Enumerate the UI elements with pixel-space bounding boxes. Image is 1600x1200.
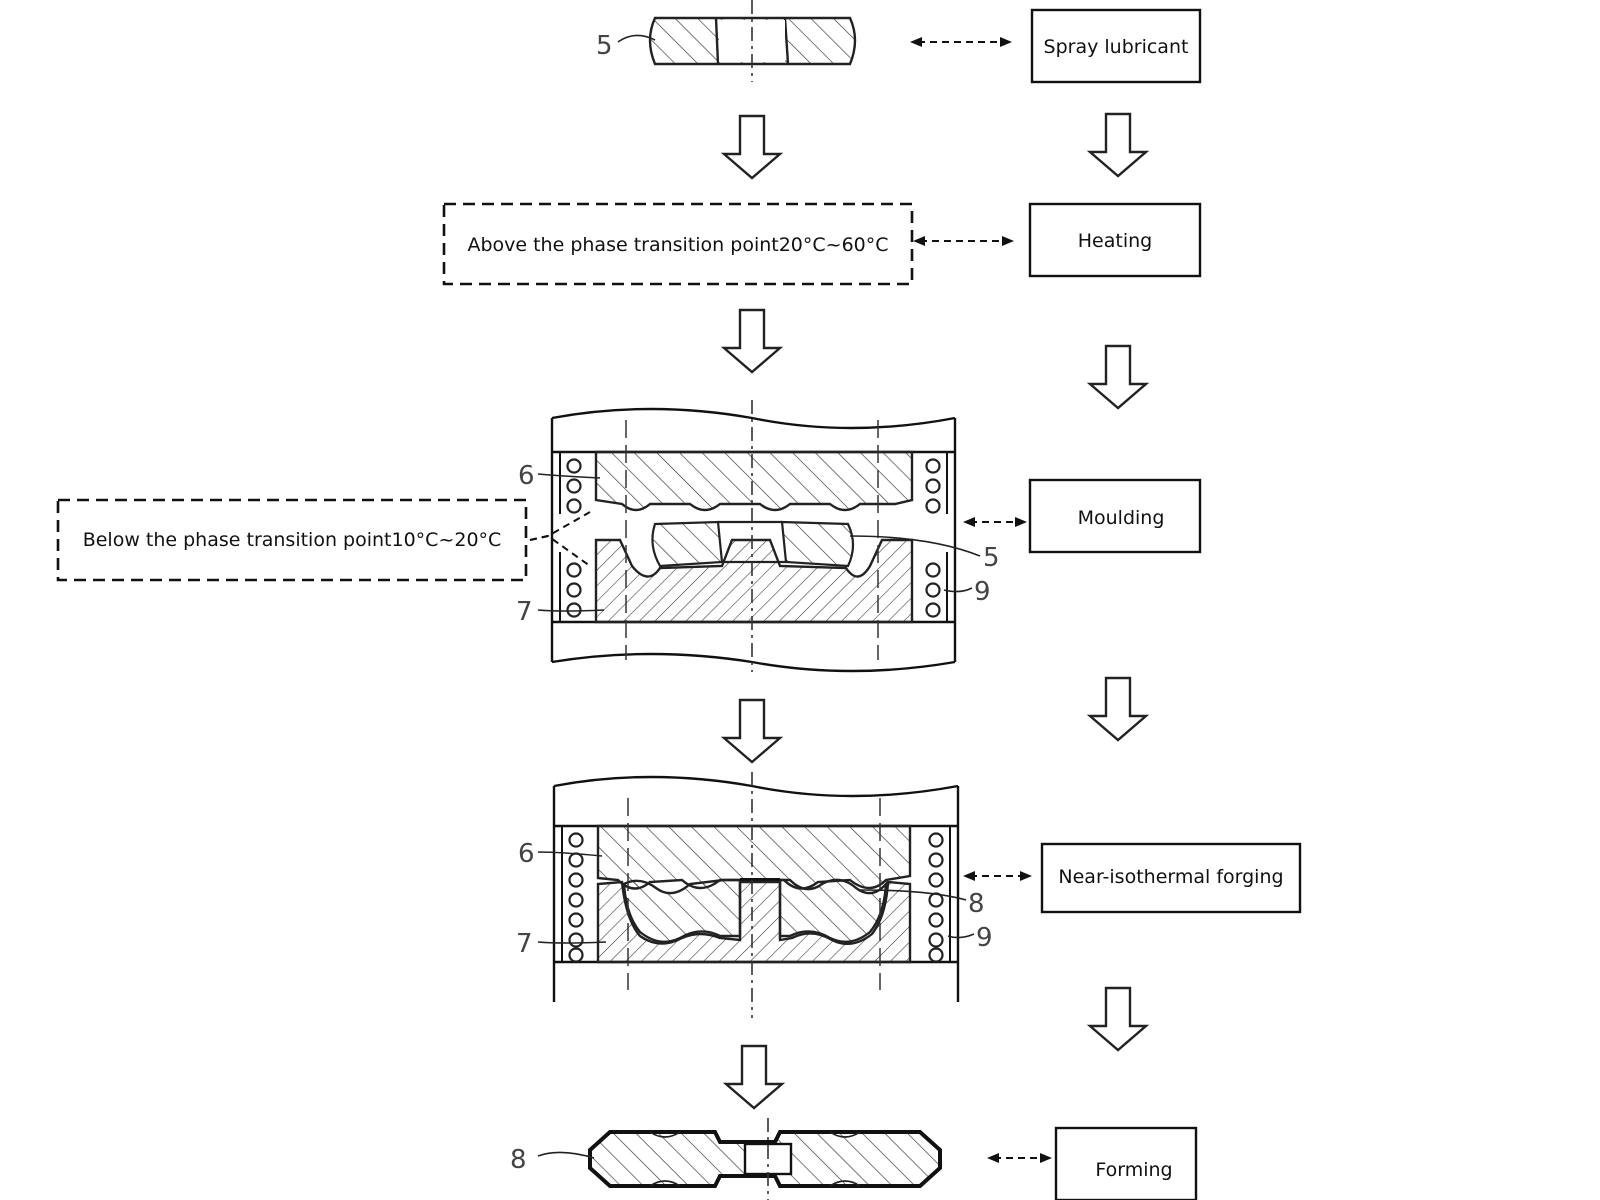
label-part-6: 6 [518,839,535,869]
dashed-link-spray [910,37,1012,47]
forging-die-figure: 6 8 9 7 [516,772,993,1018]
down-arrow-left-2 [722,308,782,374]
step-near-isothermal-forging: Near-isothermal forging [1040,842,1302,914]
step-forming: Forming [1054,1126,1198,1200]
step-moulding: Moulding [1028,478,1202,554]
down-arrow-right-4 [1088,986,1148,1052]
label-part-8: 8 [968,889,985,919]
down-arrow-left-4 [724,1044,784,1110]
down-arrow-right-1 [1088,112,1148,178]
moulding-die-figure: 6 5 9 7 [516,400,1000,673]
formed-part-figure: 8 [510,1118,942,1200]
dashed-link-forming [987,1153,1052,1163]
label-part-5: 5 [596,31,613,61]
note-moulding-temperature: Below the phase transition point10°C~20°… [56,498,591,582]
label-part-6: 6 [518,461,535,491]
step-spray-lubricant: Spray lubricant [1030,8,1202,84]
label-part-9: 9 [974,577,991,607]
down-arrow-right-2 [1088,344,1148,410]
label-part-7: 7 [516,597,533,627]
dashed-link-forging [963,871,1032,881]
step-label-moulding: Moulding [1078,507,1165,529]
label-part-9: 9 [976,923,993,953]
moulding-temperature-text: Below the phase transition point10°C~20°… [83,529,502,551]
dashed-link-moulding [963,517,1027,527]
dashed-link-heating [913,236,1014,246]
step-label-forging: Near-isothermal forging [1058,866,1283,888]
note-heating-temperature: Above the phase transition point20°C~60°… [442,202,914,286]
label-part-7: 7 [516,929,533,959]
step-label-heating: Heating [1078,230,1152,252]
step-label-forming: Forming [1095,1159,1172,1181]
heating-temperature-text: Above the phase transition point20°C~60°… [467,234,888,256]
down-arrow-left-1 [722,114,782,180]
step-label-spray: Spray lubricant [1044,36,1189,58]
label-part-5: 5 [983,543,1000,573]
label-part-8: 8 [510,1145,527,1175]
blank-part-figure: 5 [596,0,857,82]
down-arrow-right-3 [1088,676,1148,742]
down-arrow-left-3 [722,698,782,764]
step-heating: Heating [1028,202,1202,278]
